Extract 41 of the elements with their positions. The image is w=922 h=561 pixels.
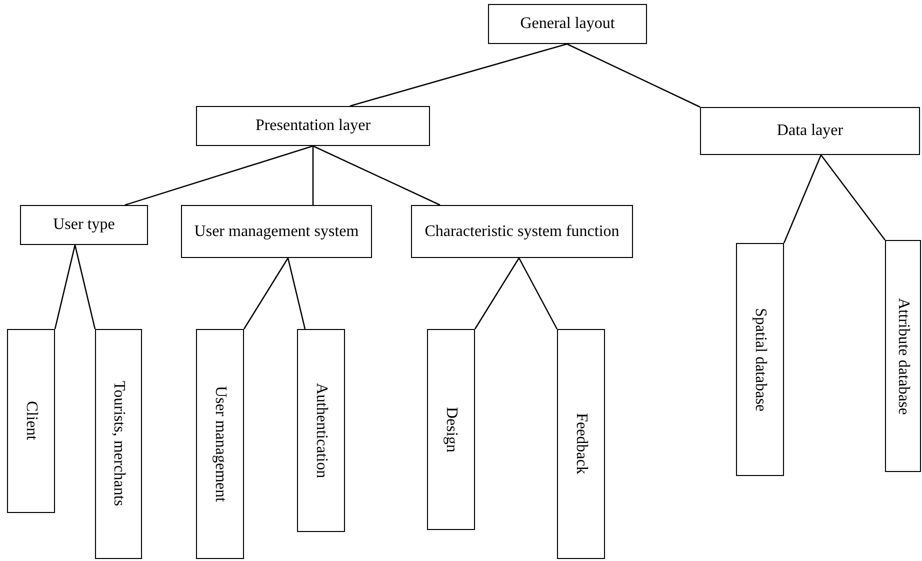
text-box bbox=[736, 243, 784, 476]
node-label: General layout bbox=[520, 15, 615, 33]
node-label: User management system bbox=[194, 222, 359, 240]
node-label: Client bbox=[22, 401, 40, 441]
node-label: Feedback bbox=[572, 413, 590, 475]
text-box bbox=[427, 329, 475, 530]
text-box bbox=[885, 240, 921, 472]
text-box bbox=[7, 329, 55, 513]
node-label: Characteristic system function bbox=[424, 222, 620, 240]
connector-line bbox=[54, 244, 76, 330]
node-label: Design bbox=[442, 406, 460, 452]
connector-line bbox=[820, 154, 886, 240]
connector-line bbox=[783, 154, 822, 244]
connector-line bbox=[287, 258, 306, 330]
connector-line bbox=[243, 258, 289, 330]
text-box bbox=[557, 329, 605, 559]
connector-line bbox=[566, 43, 700, 108]
node-label: Data layer bbox=[776, 122, 844, 140]
connector-line bbox=[124, 145, 314, 206]
node-label: Tourists, merchants bbox=[110, 381, 128, 507]
connector-line bbox=[74, 244, 96, 330]
text-box bbox=[488, 4, 647, 44]
text-box bbox=[181, 205, 372, 258]
text-box bbox=[20, 205, 148, 245]
node-label: Spatial database bbox=[751, 308, 769, 412]
text-box bbox=[95, 329, 142, 559]
connector-line bbox=[474, 258, 520, 330]
connector-line bbox=[518, 258, 558, 330]
node-label: User management bbox=[211, 386, 229, 502]
node-label: Attribute database bbox=[894, 298, 912, 414]
connector-line bbox=[350, 43, 568, 107]
node-label: User type bbox=[53, 216, 115, 234]
text-box bbox=[196, 106, 430, 146]
connector-line bbox=[312, 146, 314, 205]
node-label: Authentication bbox=[312, 382, 330, 478]
text-box bbox=[196, 329, 244, 559]
node-label: Presentation layer bbox=[255, 117, 371, 135]
text-box bbox=[411, 205, 633, 258]
text-box bbox=[700, 107, 920, 155]
text-box bbox=[297, 329, 345, 532]
connector-line bbox=[312, 145, 440, 206]
